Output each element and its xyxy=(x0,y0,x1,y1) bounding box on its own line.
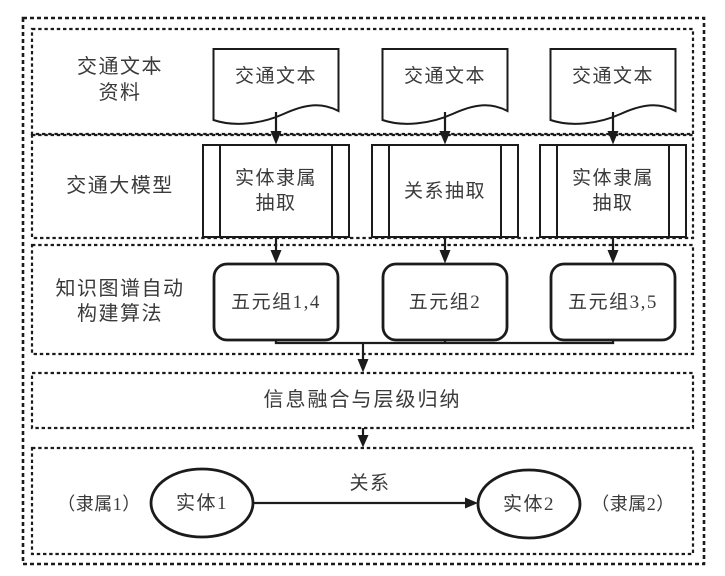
entity1-label: 实体1 xyxy=(175,492,228,514)
row2-model-panel-border xyxy=(30,133,695,240)
process-box-2-label: 关系抽取 xyxy=(390,145,500,237)
arrowhead-result xyxy=(357,435,369,448)
document-1-label: 交通文本 xyxy=(234,66,317,87)
quintuple-box-1-label: 五元组1,4 xyxy=(231,291,321,313)
outer-dashed-border xyxy=(21,16,706,566)
document-shape-2 xyxy=(381,48,509,125)
entity2-ellipse xyxy=(476,468,582,540)
row1-panel-label: 交通文本 资料 xyxy=(50,54,190,106)
process-box-3-label: 实体隶属 抽取 xyxy=(558,145,668,237)
arrowhead-relation xyxy=(465,497,478,509)
quintuple-box-3-label: 五元组3,5 xyxy=(568,291,658,313)
process-box-2-line1: 关系抽取 xyxy=(403,180,486,202)
arrowhead-quintuple2 xyxy=(439,250,451,264)
row1-panel-label-line2: 资料 xyxy=(98,82,142,104)
process-box-3-line1: 实体隶属 xyxy=(571,168,654,189)
process-box-1-line1: 实体隶属 xyxy=(234,168,317,189)
document-shape-3 xyxy=(549,48,677,125)
row1-panel-label-line1: 交通文本 xyxy=(77,56,163,78)
row3-panel-label-line1: 知识图谱自动 xyxy=(55,278,185,300)
entity2-label: 实体2 xyxy=(502,493,555,515)
relation-label: 关系 xyxy=(349,473,391,494)
arrowhead-quintuple1 xyxy=(270,250,282,264)
arrowhead-fusion xyxy=(357,359,369,373)
membership2-tag: （隶属2） xyxy=(591,494,675,514)
document-shape-1 xyxy=(212,48,340,125)
arrowhead-quintuple3 xyxy=(607,250,619,264)
document-2-label: 交通文本 xyxy=(403,66,486,87)
row4-fusion-panel-border xyxy=(30,371,695,430)
arrowhead-doc2 xyxy=(439,131,451,145)
process-box-1-line2: 抽取 xyxy=(255,193,297,214)
arrowhead-doc1 xyxy=(270,131,282,145)
row3-panel-label: 知识图谱自动 构建算法 xyxy=(40,277,200,327)
process-box-3-line2: 抽取 xyxy=(592,193,634,214)
document-3-label: 交通文本 xyxy=(571,66,654,87)
arrowhead-doc3 xyxy=(607,131,619,145)
row1-source-panel-border xyxy=(30,27,695,136)
quintuple-box-2-label: 五元组2 xyxy=(408,291,482,313)
row3-panel-label-line2: 构建算法 xyxy=(77,303,163,325)
row5-result-panel-border xyxy=(30,446,695,556)
membership1-tag: （隶属1） xyxy=(57,494,141,514)
row2-panel-label: 交通大模型 xyxy=(66,175,174,197)
process-box-1-label: 实体隶属 抽取 xyxy=(221,145,331,237)
fusion-panel-label: 信息融合与层级归纳 xyxy=(263,389,462,411)
